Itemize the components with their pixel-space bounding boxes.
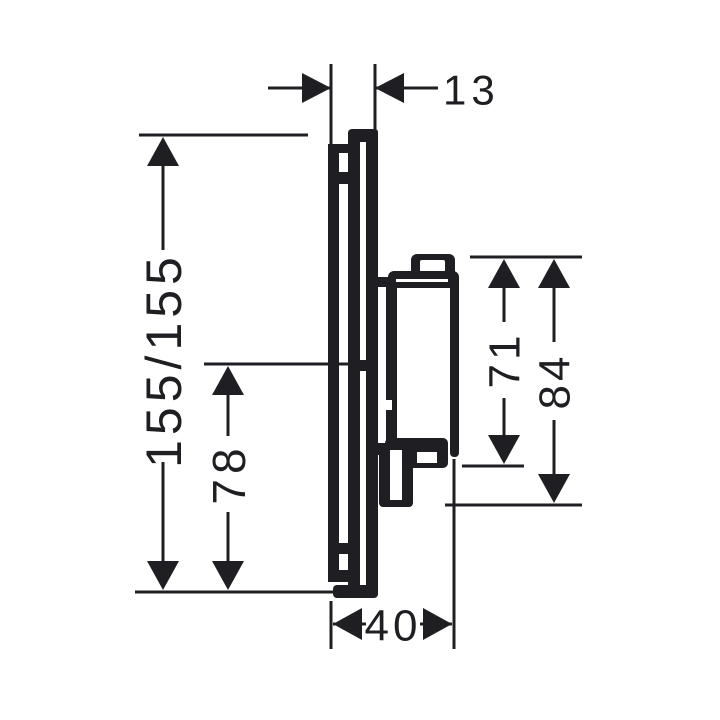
dim-label-13: 13 <box>443 67 500 114</box>
arrow-right-icon <box>423 608 452 640</box>
arrow-down-icon <box>538 474 570 503</box>
dim-projection-40: 40 <box>329 459 456 651</box>
dim-label-155-155: 155/155 <box>136 252 192 468</box>
arrow-up-icon <box>212 366 244 395</box>
handle-stem-inner <box>420 260 445 272</box>
dim-body-total-84: 84 <box>445 259 582 507</box>
arrow-down-icon <box>488 435 520 464</box>
plate-bottom-cap <box>333 585 378 598</box>
plate-back-face <box>328 146 339 576</box>
arrow-up-icon <box>538 259 570 288</box>
dim-plate-size-155: 155/155 <box>135 133 346 594</box>
dimensions: 13 155/155 78 7 <box>135 64 582 651</box>
body-lower-step-inner <box>390 450 402 500</box>
arrow-up-icon <box>147 137 179 166</box>
body-left-wall-notch <box>386 400 392 410</box>
arrow-down-icon <box>147 561 179 590</box>
body-left-wall <box>386 285 397 445</box>
arrow-left-icon <box>333 608 362 640</box>
arrow-up-icon <box>488 259 520 288</box>
plate-bottom-boss <box>328 543 360 554</box>
body-top-cap-seam <box>396 279 448 282</box>
plate-top-cap <box>348 129 378 142</box>
dim-center-height-78: 78 <box>203 362 362 590</box>
dim-label-84: 84 <box>531 353 580 410</box>
body-right-wall <box>450 275 459 457</box>
arrow-right-icon <box>302 73 331 103</box>
dim-label-71: 71 <box>481 332 530 389</box>
valve-body <box>376 254 459 507</box>
dim-label-78: 78 <box>203 443 255 504</box>
arrow-left-icon <box>375 73 404 103</box>
plate-top-edge <box>328 144 360 153</box>
dim-label-40: 40 <box>365 602 422 651</box>
arrow-down-icon <box>212 561 244 590</box>
body-bottom-cap-notch <box>417 452 437 463</box>
dim-plate-offset-13: 13 <box>268 64 500 148</box>
body-top-neck <box>376 277 390 287</box>
dim-body-upper-71: 71 <box>462 255 582 468</box>
